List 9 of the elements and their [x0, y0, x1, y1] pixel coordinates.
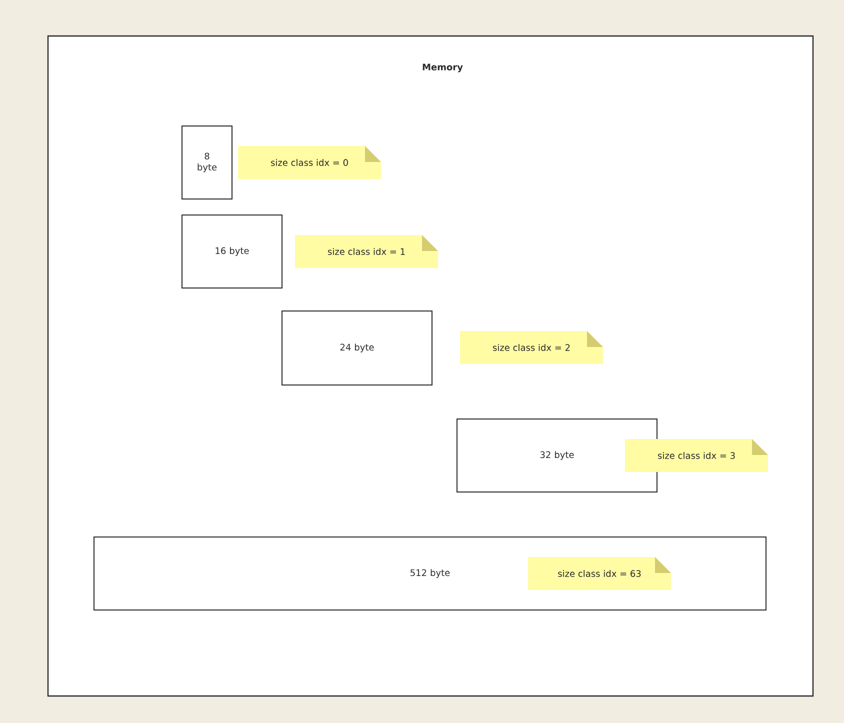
sticky-note: size class idx = 0: [238, 146, 381, 179]
sticky-note: size class idx = 3: [625, 438, 768, 472]
memory-block: 32 byte: [456, 418, 658, 492]
memory-block: 24 byte: [282, 310, 432, 386]
sticky-note: size class idx = 2: [460, 330, 603, 364]
sticky-note: size class idx = 1: [295, 235, 438, 268]
memory-block: 8 byte: [182, 126, 232, 200]
sticky-note: size class idx = 63: [528, 556, 671, 590]
memory-block: 16 byte: [182, 214, 282, 288]
